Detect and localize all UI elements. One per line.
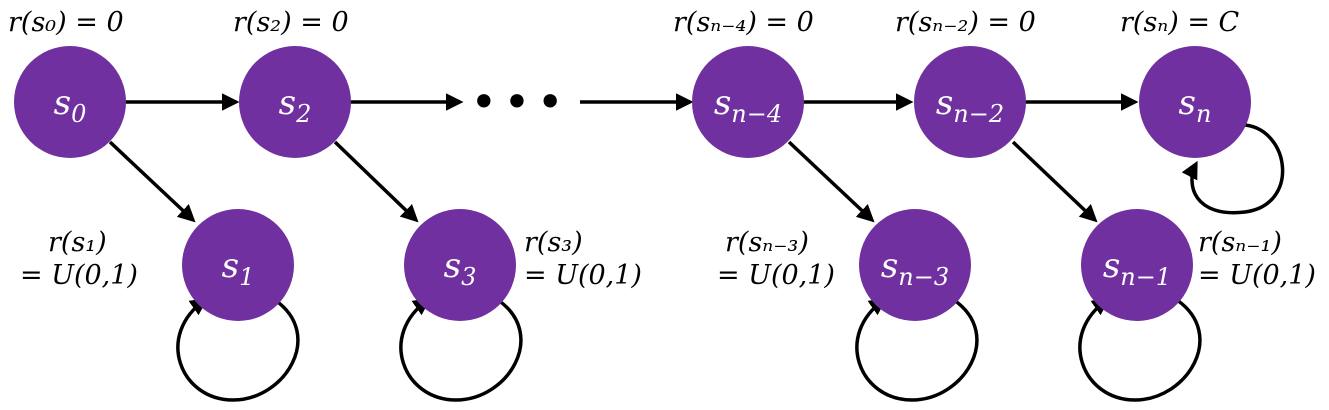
reward-s3-line2: = U(0,1): [524, 260, 642, 291]
svg-text:s2: s2: [279, 83, 312, 128]
node-s0: s0: [14, 46, 126, 158]
node-sn2-sub: n−2: [953, 100, 1004, 128]
edge-sn4-sn3: [787, 140, 875, 223]
node-sn-sub: n: [1196, 100, 1211, 128]
reward-s3-line1: r(s₃): [524, 227, 583, 258]
reward-s1-line2: = U(0,1): [20, 260, 138, 291]
svg-text:s1: s1: [222, 246, 255, 291]
reward-s2: r(s₂) = 0: [233, 7, 349, 38]
svg-text:sn−2: sn−2: [936, 83, 1004, 128]
node-s2-name: s: [279, 83, 296, 123]
node-sn3-name: s: [881, 246, 898, 286]
edge-s2-s3: [333, 140, 419, 223]
reward-sn3-line1: r(sₙ₋₃): [725, 227, 809, 258]
self-loop-s3: [399, 297, 523, 402]
node-sn2: sn−2: [914, 46, 1026, 158]
node-sn3: sn−3: [859, 209, 971, 321]
reward-sn4: r(sₙ₋₄) = 0: [673, 7, 814, 38]
reward-sn: r(sₙ) = C: [1120, 7, 1240, 38]
svg-text:s0: s0: [54, 83, 87, 128]
edge-s0-s1: [108, 140, 196, 223]
self-loop-sn: [1181, 123, 1285, 215]
node-s3: s3: [404, 209, 516, 321]
svg-text:sn−3: sn−3: [881, 246, 949, 291]
node-s2: s2: [239, 46, 351, 158]
node-s0-name: s: [54, 83, 71, 123]
node-sn4-sub: n−4: [731, 100, 782, 128]
node-s0-sub: 0: [71, 100, 86, 128]
self-loop-sn3: [855, 297, 979, 402]
node-s3-name: s: [444, 246, 461, 286]
reward-sn1-line1: r(sₙ₋₁): [1198, 227, 1282, 258]
ellipsis: •••: [470, 75, 569, 129]
node-sn: sn: [1139, 46, 1251, 158]
node-s3-sub: 3: [461, 263, 476, 291]
svg-text:sn−4: sn−4: [714, 83, 782, 128]
self-loop-sn1: [1078, 297, 1202, 402]
node-s1-sub: 1: [239, 263, 254, 291]
edge-sn2-sn1: [1011, 140, 1098, 223]
reward-sn1-line2: = U(0,1): [1198, 260, 1316, 291]
node-s1-name: s: [222, 246, 239, 286]
node-s2-sub: 2: [295, 100, 311, 128]
svg-text:s3: s3: [444, 246, 477, 291]
node-sn3-sub: n−3: [898, 263, 949, 291]
node-sn1: sn−1: [1081, 209, 1193, 321]
svg-text:sn: sn: [1179, 83, 1212, 128]
node-sn4: sn−4: [692, 46, 804, 158]
svg-text:sn−1: sn−1: [1103, 246, 1171, 291]
reward-s0: r(s₀) = 0: [8, 7, 124, 38]
node-sn2-name: s: [936, 83, 953, 123]
reward-s1-line1: r(s₁): [48, 227, 107, 258]
node-sn4-name: s: [714, 83, 731, 123]
reward-sn3-line2: = U(0,1): [717, 260, 835, 291]
self-loop-s1: [176, 297, 300, 402]
reward-sn2: r(sₙ₋₂) = 0: [895, 7, 1036, 38]
node-sn1-name: s: [1103, 246, 1120, 286]
node-sn1-sub: n−1: [1120, 263, 1171, 291]
node-s1: s1: [182, 209, 294, 321]
node-sn-name: s: [1179, 83, 1196, 123]
